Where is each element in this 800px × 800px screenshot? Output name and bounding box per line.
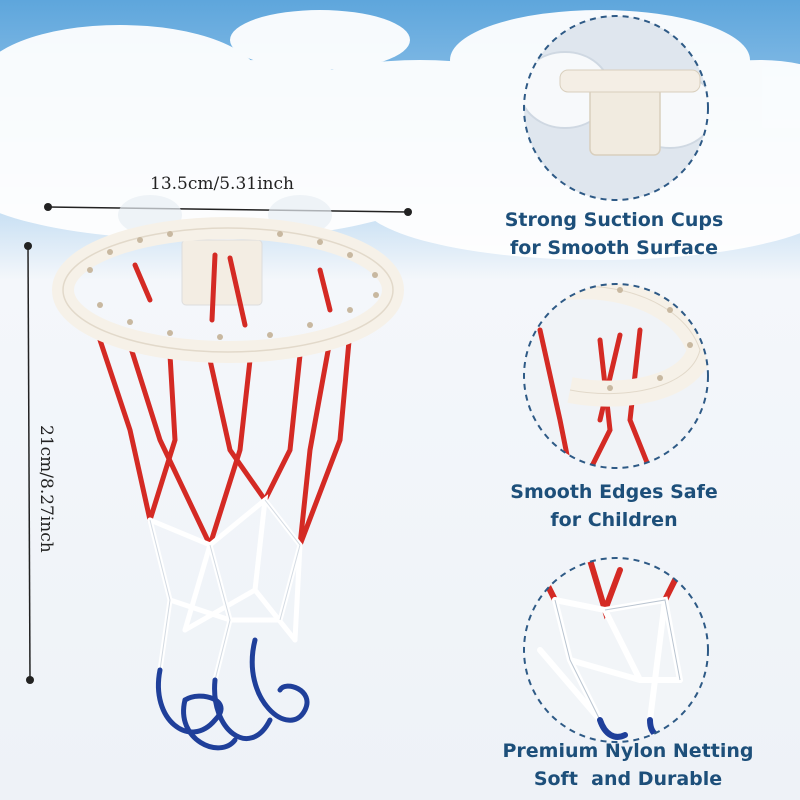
detail-nylon-netting: [523, 557, 709, 743]
net-blue: [156, 637, 310, 751]
feature-line: for Smooth Surface: [510, 237, 718, 259]
feature-line: Soft and Durable: [533, 768, 723, 790]
detail-suction-cups: [523, 15, 709, 201]
feature-nylon-netting-label: Premium Nylon Netting Soft and Durable: [488, 737, 768, 793]
feature-line: Strong Suction Cups: [504, 209, 724, 231]
net-red: [97, 252, 353, 548]
height-dimension-line: [24, 242, 34, 684]
basketball-hoop-main: [52, 195, 404, 751]
feature-line: for Children: [550, 509, 678, 531]
width-dimension-label: 13.5cm/5.31inch: [150, 174, 294, 194]
feature-line: Premium Nylon Netting: [502, 740, 754, 762]
feature-smooth-edges-label: Smooth Edges Safe for Children: [474, 478, 754, 534]
feature-line: Smooth Edges Safe: [510, 481, 718, 503]
hoop-star-pattern: [87, 231, 379, 340]
width-dimension-line: [44, 203, 412, 216]
height-dimension-label: 21cm/8.27inch: [36, 425, 56, 553]
feature-suction-cups-label: Strong Suction Cups for Smooth Surface: [474, 206, 754, 262]
